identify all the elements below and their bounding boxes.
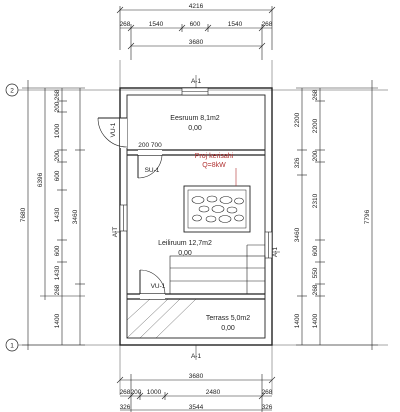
left-seg-dim: 1430 (54, 207, 61, 222)
left-middle-dim: 3460 (72, 209, 79, 224)
heater (183, 168, 251, 233)
right-seg-dim: 3460 (294, 227, 301, 242)
bottom-lower-dim: 326 (262, 404, 273, 411)
bottom-seg-dim: 268 (120, 389, 131, 396)
right-seg-dim: 2200 (294, 112, 301, 127)
right-seg-dim: 2310 (312, 193, 319, 208)
grid-marker-1: 1 (5, 338, 19, 352)
section-label-bottom: A-1 (191, 353, 202, 360)
door-label-vu1-top: VU-1 (110, 122, 117, 137)
right-seg-dim: 268 (312, 89, 319, 100)
top-seg-dim: 268 (120, 21, 131, 28)
room-leiliruum-value: 0,00 (178, 250, 192, 257)
left-mid-dim: 6396 (37, 172, 44, 187)
right-dimensions (296, 80, 378, 350)
right-seg-dim: 200 (312, 150, 319, 161)
left-seg-dim: 268 (54, 284, 61, 295)
right-seg-dim: 1400 (294, 313, 301, 328)
door-label-vu1-bottom: VU-1 (151, 283, 166, 290)
top-dimensions (116, 6, 276, 60)
top-seg-dim: 1540 (228, 21, 243, 28)
door-label-su1: SU-1 (145, 167, 160, 174)
right-seg-dim: 1400 (312, 313, 319, 328)
left-seg-dim: 1430 (54, 265, 61, 280)
right-seg-dim: 600 (312, 245, 319, 256)
section-label-left: A-T (112, 227, 119, 238)
windows (119, 87, 273, 259)
bottom-overall-dim: 3680 (189, 373, 204, 380)
bottom-lower-dim: 3544 (189, 404, 204, 411)
left-seg-dim: 200 (54, 150, 61, 161)
sauna-door (137, 150, 163, 179)
section-label-top: A-1 (191, 78, 202, 85)
right-seg-dim: 2200 (312, 118, 319, 133)
sauna-benches (169, 244, 266, 295)
bottom-lower-dim: 326 (120, 404, 131, 411)
top-inner-dim: 3680 (189, 39, 204, 46)
left-seg-dim: 600 (54, 170, 61, 181)
door-dims-label: 200 700 (138, 142, 162, 149)
bottom-seg-dim: 1000 (147, 389, 162, 396)
grid-marker-label: 2 (10, 88, 14, 95)
left-seg-dim: 200 (54, 101, 61, 112)
grid-marker-2: 2 (5, 83, 19, 97)
top-seg-dim: 600 (190, 21, 201, 28)
heater-stones-icon (191, 195, 244, 223)
right-seg-dim: 326 (294, 157, 301, 168)
top-overall-dim: 4216 (189, 3, 204, 10)
room-terrass-value: 0,00 (221, 325, 235, 332)
bottom-seg-dim: 200 (131, 389, 142, 396)
grid-marker-label: 1 (10, 343, 14, 350)
right-seg-dim: 550 (312, 267, 319, 278)
bottom-seg-dim: 2480 (206, 389, 221, 396)
left-seg-dim: 600 (54, 245, 61, 256)
bottom-dimensions (116, 374, 276, 412)
entry-door (97, 117, 128, 148)
left-dimensions (22, 80, 85, 350)
section-label-right: A-1 (272, 247, 279, 258)
room-terrass-name: Terrass 5,0m2 (206, 315, 250, 322)
right-outer-dim: 7796 (364, 209, 371, 224)
terrace-door (139, 269, 166, 299)
top-seg-dim: 1540 (149, 21, 164, 28)
right-seg-dim: 268 (312, 284, 319, 295)
top-seg-dim: 268 (262, 21, 273, 28)
left-seg-dim: 1400 (54, 313, 61, 328)
terrace-hatch (126, 298, 197, 339)
bottom-seg-dim: 268 (262, 389, 273, 396)
left-outer-dim: 7680 (20, 207, 27, 222)
room-leiliruum-name: Leiliruum 12,7m2 (158, 240, 212, 247)
room-eesruum-value: 0,00 (188, 125, 202, 132)
heater-power-label: Q=8kW (202, 162, 226, 169)
room-eesruum-name: Eesruum 8,1m2 (170, 115, 220, 122)
left-seg-dim: 268 (54, 89, 61, 100)
heater-name-label: Proj kerisahi (195, 153, 234, 160)
left-seg-dim: 1000 (54, 123, 61, 138)
section-markers (112, 75, 280, 360)
